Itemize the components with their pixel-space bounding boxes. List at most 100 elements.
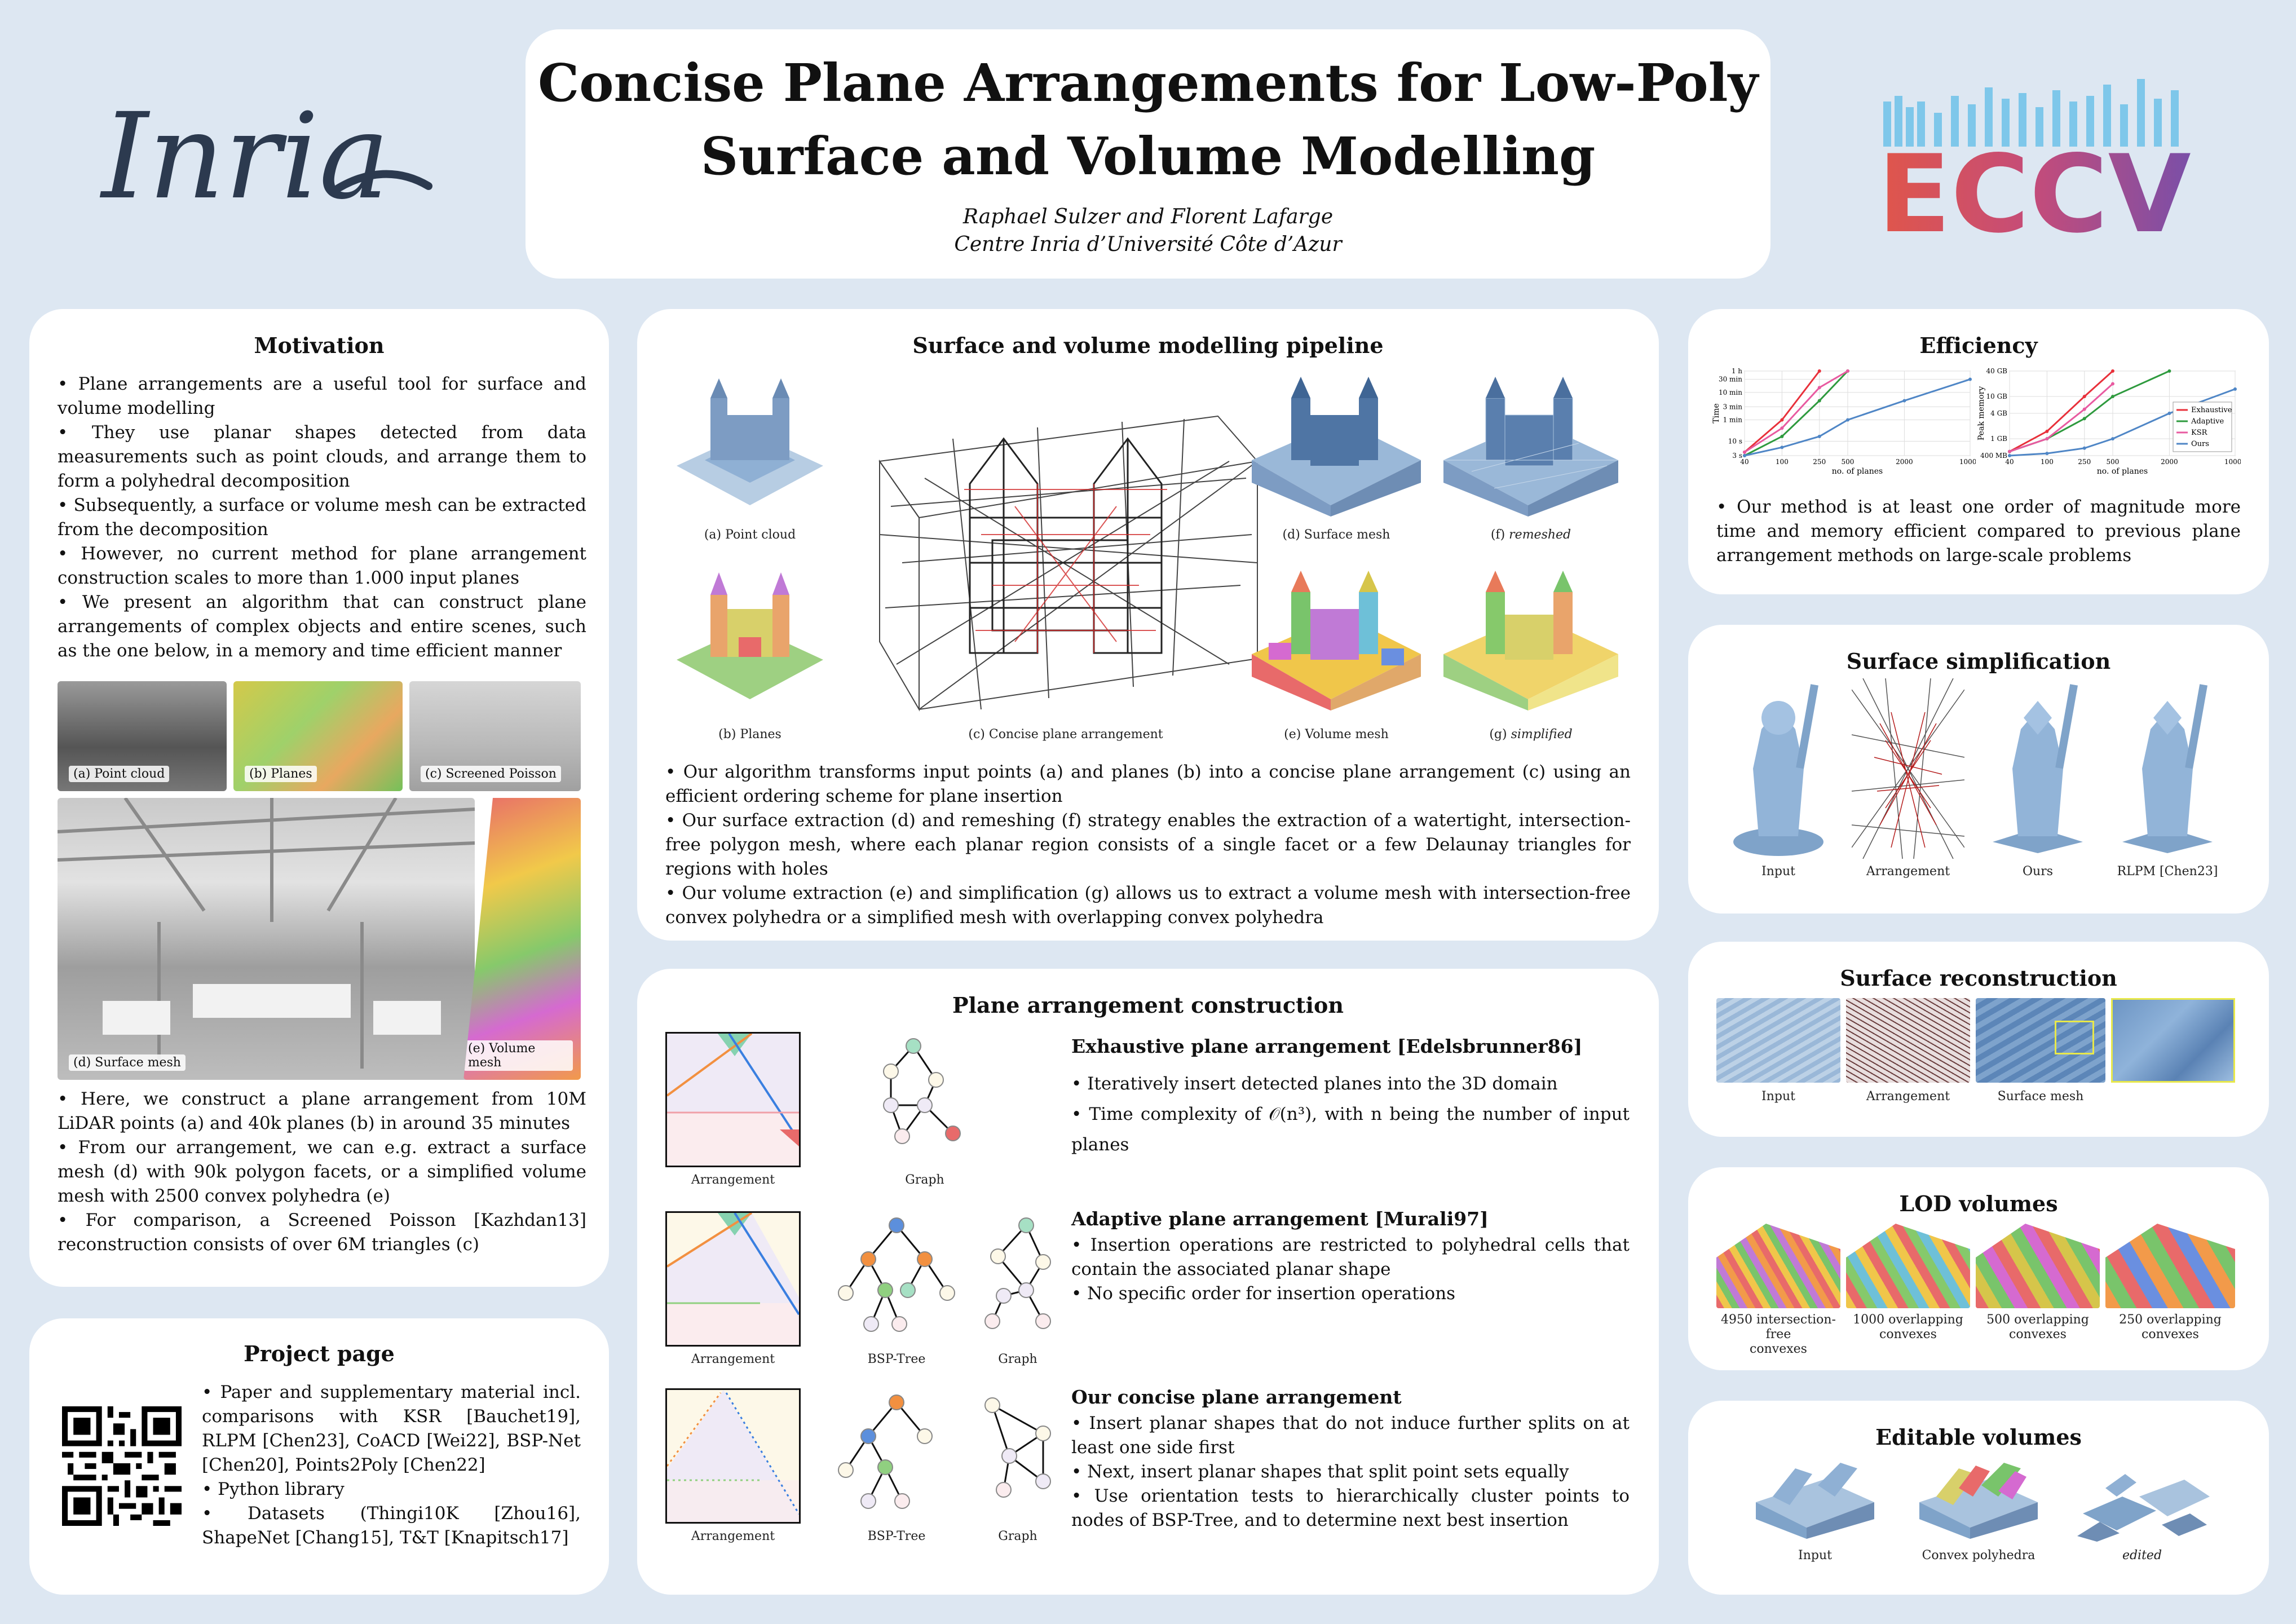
data-point (2008, 449, 2011, 453)
title-panel: Concise Plane Arrangements for Low-Poly … (526, 29, 1770, 279)
data-point (2045, 452, 2049, 456)
simplification-label-ours: Ours (2022, 864, 2053, 879)
simplification-ours-figure (1987, 678, 2089, 859)
editable-title: Editable volumes (1875, 1424, 2082, 1450)
x-tick-label: 500 (2107, 458, 2120, 466)
series-line-adaptive (1744, 370, 1849, 457)
planes-figure (665, 570, 834, 710)
lod-figure-4 (2105, 1224, 2235, 1308)
plot-area (1744, 370, 1971, 456)
y-tick-label: 3 min (1723, 403, 1743, 411)
project-page-panel: Project page Paper and supplem (29, 1318, 609, 1595)
data-point (1817, 399, 1821, 403)
x-tick-label: 100 (2041, 458, 2054, 466)
caption-a: (a) Point cloud (704, 528, 796, 542)
caption-graph-2: Graph (998, 1352, 1037, 1366)
x-axis-label: no. of planes (2097, 467, 2148, 476)
data-point (1780, 418, 1784, 422)
reconstruction-zoom-figure (2111, 998, 2235, 1083)
y-axis-label: Time (1712, 403, 1721, 423)
list-item: Python library (202, 1477, 581, 1502)
exhaustive-arrangement-diagram (665, 1032, 801, 1167)
editable-panel: Editable volumes Input Convex polyhedra … (1688, 1401, 2269, 1595)
ours-bsp-tree (829, 1388, 964, 1524)
data-point (1845, 418, 1849, 422)
list-item: Our surface extraction (d) and remeshing… (665, 809, 1631, 881)
data-point (1780, 426, 1784, 430)
reconstruction-label-arrangement: Arrangement (1866, 1089, 1950, 1104)
data-point (2082, 407, 2086, 411)
editable-label-convex: Convex polyhedra (1922, 1548, 2036, 1563)
data-point (1743, 450, 1746, 454)
data-point (1780, 434, 1784, 438)
affiliation: Centre Inria d’Université Côte d’Azur (954, 233, 1342, 256)
data-point (2233, 387, 2237, 391)
adaptive-heading: Adaptive plane arrangement [Murali97] (1071, 1208, 1489, 1230)
y-tick-label: 4 GB (1990, 409, 2007, 417)
volume-mesh-figure (1246, 570, 1427, 710)
lod-figure-1 (1716, 1224, 1840, 1308)
adaptive-arrangement-diagram (665, 1211, 801, 1347)
concise-arrangement-figure (868, 394, 1263, 715)
list-item: Insertion operations are restricted to p… (1071, 1233, 1630, 1282)
y-tick-label: 10 s (1728, 438, 1742, 445)
reconstruction-mesh-figure (1976, 998, 2105, 1083)
x-tick-label: 40 (1740, 458, 1749, 466)
list-item: Our volume extraction (e) and simplifica… (665, 881, 1631, 930)
x-tick-label: 10000 (1959, 458, 1976, 466)
point-cloud-image: (a) Point cloud (58, 681, 227, 791)
volume-mesh-image: (e) Volume mesh (463, 798, 581, 1080)
editable-input-figure (1750, 1457, 1880, 1542)
construction-panel: Plane arrangement construction Arrangeme… (637, 969, 1659, 1595)
data-point (2008, 454, 2011, 457)
reconstruction-input-figure (1716, 998, 1840, 1083)
series-line-ksr (2009, 383, 2113, 453)
data-point (2110, 437, 2114, 441)
editable-edited-figure (2072, 1457, 2213, 1542)
motivation-bullets: Plane arrangements are a useful tool for… (58, 372, 586, 663)
y-tick-label: 30 min (1719, 376, 1742, 383)
adaptive-text: Adaptive plane arrangement [Murali97] In… (1071, 1208, 1630, 1306)
data-point (1845, 369, 1849, 373)
caption-arrangement-2: Arrangement (691, 1352, 775, 1366)
qr-code[interactable] (62, 1406, 182, 1526)
list-item: Here, we construct a plane arrangement f… (58, 1087, 586, 1136)
x-tick-label: 2000 (1896, 458, 1913, 466)
simplified-figure (1438, 570, 1624, 710)
list-item: Our method is at least one order of magn… (1716, 495, 2241, 568)
editable-label-edited: edited (2122, 1548, 2162, 1563)
list-item: However, no current method for plane arr… (58, 542, 586, 590)
simplification-label-arrangement: Arrangement (1866, 864, 1950, 879)
data-point (1817, 369, 1821, 373)
simplification-label-rlpm: RLPM [Chen23] (2117, 864, 2218, 879)
list-item: Insert planar shapes that do not induce … (1071, 1411, 1630, 1460)
legend-entry: KSR (2191, 429, 2208, 437)
data-point (2110, 382, 2114, 386)
y-tick-label: 3 s (1732, 452, 1742, 460)
reconstruction-arrangement-figure (1846, 998, 1970, 1083)
legend-entry: Exhaustive (2191, 406, 2232, 414)
planes-image: (b) Planes (233, 681, 403, 791)
y-tick-label: 40 GB (1986, 367, 2008, 375)
lod-figure-3 (1976, 1224, 2100, 1308)
poster-title: Concise Plane Arrangements for Low-Poly … (537, 52, 1759, 187)
series-line-exhaustive (2009, 370, 2113, 453)
list-item: From our arrangement, we can e.g. extrac… (58, 1136, 586, 1208)
data-point (1817, 386, 1821, 390)
caption-arrangement-1: Arrangement (691, 1173, 775, 1187)
simplification-panel: Surface simplification Input Arrangement… (1688, 625, 2269, 914)
reconstruction-title: Surface reconstruction (1840, 965, 2117, 991)
list-item: We present an algorithm that can constru… (58, 590, 586, 663)
project-page-title: Project page (244, 1341, 395, 1366)
eccv-logo: ECCV (1878, 73, 2193, 242)
x-tick-label: 10000 (2224, 458, 2241, 466)
ours-heading: Our concise plane arrangement (1071, 1386, 1402, 1408)
authors: Raphael Sulzer and Florent Lafarge (962, 205, 1334, 228)
list-item: Plane arrangements are a useful tool for… (58, 372, 586, 421)
x-tick-label: 250 (2078, 458, 2091, 466)
lod-title: LOD volumes (1899, 1191, 2058, 1216)
